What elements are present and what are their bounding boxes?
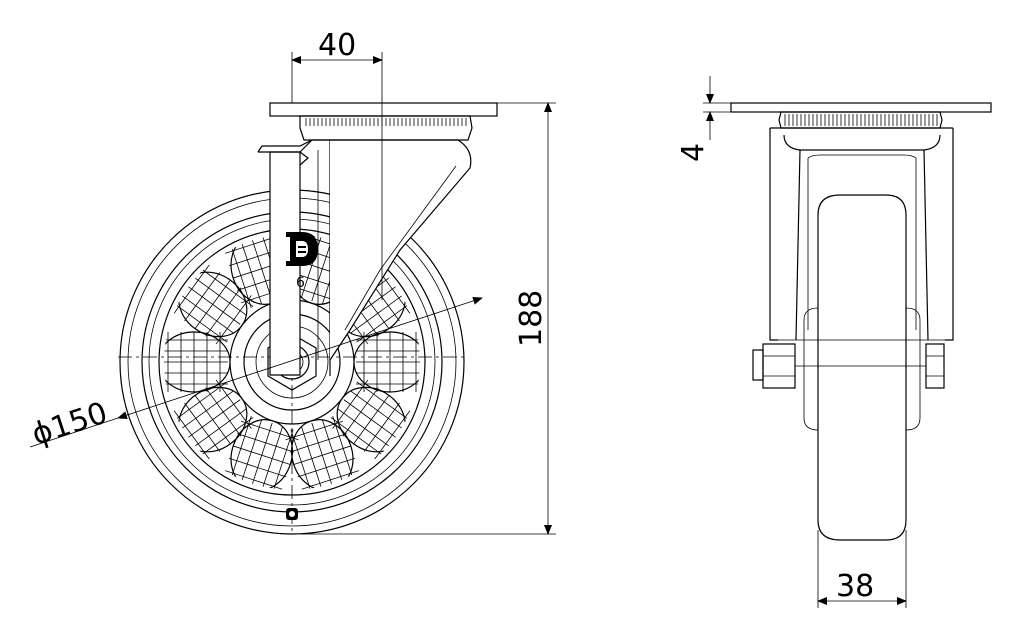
top-plate [269,102,498,141]
top-width-label: 40 [318,28,356,63]
diameter-label: ϕ150 [28,396,112,453]
spoke-lobe [285,415,359,490]
dimension-top-width: 40 [291,28,383,300]
spoke-lobe [164,331,231,393]
side-swivel-ring [778,111,943,129]
spoke-lobe [353,331,420,393]
front-view: 6 40 188 ϕ150 [28,28,556,535]
side-axle [752,343,945,389]
tread-mark [286,508,298,520]
spoke-lobe [225,415,299,490]
dimension-plate-thickness: 4 [676,76,731,162]
dimension-height: 188 [300,102,556,535]
dimension-diameter: ϕ150 [28,297,483,453]
side-fork [769,127,954,341]
wheel-width-label: 38 [836,569,874,604]
size-digit: 6 [296,275,305,291]
brand-logo-icon: 6 [286,232,318,291]
side-view: 4 38 [676,76,992,608]
height-label: 188 [514,290,549,347]
side-wheel [803,194,921,541]
side-top-plate [730,102,992,113]
plate-thickness-label: 4 [676,143,711,162]
dimension-wheel-width: 38 [817,530,907,608]
